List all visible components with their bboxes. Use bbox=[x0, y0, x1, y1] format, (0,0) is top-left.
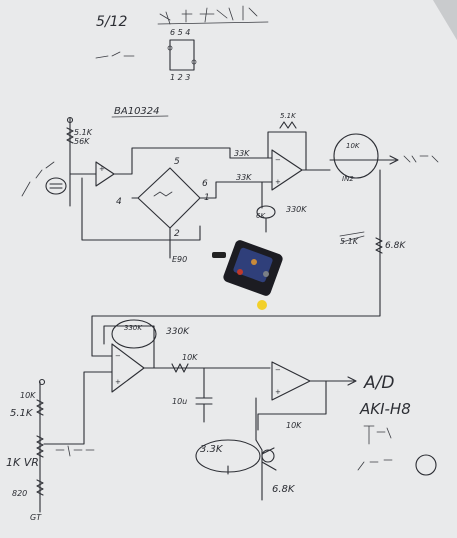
sensor-pin-dot bbox=[191, 59, 197, 65]
left-divider-r-alt: 56K bbox=[74, 137, 90, 146]
output-note-circle bbox=[415, 454, 437, 476]
module-led bbox=[257, 300, 267, 310]
comparator-feedback-wire bbox=[257, 380, 327, 431]
amp1-pot-label: 6K bbox=[256, 212, 266, 220]
lower-left-vr: 1K VR bbox=[6, 456, 39, 469]
sensor-note-scribble bbox=[95, 51, 135, 59]
left-divider-r-top: 5.1K bbox=[74, 128, 93, 137]
vr-wiper-wire bbox=[43, 371, 113, 445]
left-divider-resistor bbox=[66, 127, 74, 144]
lower-left-ground: GT bbox=[30, 513, 42, 522]
output-note-scribble bbox=[403, 155, 439, 163]
opamp1-triangle bbox=[95, 161, 115, 187]
output-note-scribble bbox=[363, 425, 392, 445]
output-r-load: 6.8K bbox=[385, 241, 406, 251]
lower-amp-feedback-loop bbox=[103, 325, 155, 369]
module-component bbox=[263, 271, 269, 277]
lower-left-terminal bbox=[38, 378, 46, 386]
lower-amp-plus: + bbox=[115, 378, 121, 386]
bridge-side-wires bbox=[131, 181, 247, 199]
amp1-feedback-r-label: 5.1K bbox=[280, 112, 297, 120]
amp1-r-in-bottom: 33K bbox=[236, 173, 252, 182]
output-note-connector-scribble bbox=[357, 459, 393, 471]
output-arrow bbox=[389, 155, 399, 165]
output-note-board: AKI-H8 bbox=[359, 400, 411, 418]
amp1-plus: + bbox=[275, 178, 281, 186]
sensor-pin-dot bbox=[167, 45, 173, 51]
lower-amp-r-series: 10K bbox=[182, 353, 198, 362]
output-r-series: 10K bbox=[346, 142, 361, 150]
module-photo bbox=[212, 240, 283, 310]
comparator-output-arrow bbox=[347, 376, 357, 386]
lower-amp-triangle bbox=[111, 343, 145, 393]
bridge-node-left: 4 bbox=[116, 197, 122, 207]
lower-amp-minus: − bbox=[115, 352, 121, 360]
part-number-underline bbox=[111, 115, 169, 118]
output-stage-circle bbox=[333, 133, 379, 179]
sensor-lines bbox=[49, 183, 63, 189]
lower-amp-feedback-r: 330K bbox=[124, 324, 143, 332]
lower-left-r2: 5.1K bbox=[10, 408, 34, 419]
opamp1-output-wire bbox=[113, 147, 231, 175]
supply-terminal bbox=[66, 116, 74, 124]
sensor-circle bbox=[45, 177, 67, 195]
output-loop-wire bbox=[91, 169, 381, 357]
lower-left-r1: 10K bbox=[20, 391, 36, 400]
lower-amp-feedback-circle bbox=[111, 319, 157, 349]
lower-left-r3: 820 bbox=[12, 489, 27, 498]
amp1-minus: − bbox=[275, 156, 281, 164]
module-component bbox=[237, 269, 243, 275]
amp1-r-in-top: 33K bbox=[234, 149, 250, 158]
lower-left-r1-symbol bbox=[36, 399, 44, 416]
amp1-r-ground-label: 330K bbox=[286, 205, 307, 214]
sensor-body bbox=[169, 39, 195, 71]
title-scribble bbox=[159, 5, 258, 25]
lower-left-vr-symbol bbox=[36, 435, 44, 458]
transistor-r-emitter: 6.8K bbox=[272, 484, 296, 495]
vr-note-scribble bbox=[55, 445, 95, 457]
bridge-center-scribble bbox=[153, 191, 173, 197]
output-note-ad: A/D bbox=[363, 373, 394, 393]
module-component bbox=[251, 259, 257, 265]
amp1-feedback-resistor bbox=[279, 121, 297, 129]
amp1-triangle bbox=[271, 149, 303, 191]
bridge-supply-label: E90 bbox=[172, 255, 187, 264]
comparator-feedback-r: 10K bbox=[286, 421, 302, 430]
lower-amp-series-resistor bbox=[171, 363, 189, 373]
output-label: IN2 bbox=[342, 175, 354, 183]
lower-amp-feedback-r-right: 330K bbox=[166, 327, 190, 337]
output-r-load-alt: 5.1K bbox=[340, 237, 359, 246]
sensor-note-scribble bbox=[21, 161, 55, 197]
bridge-node-bottom: 2 bbox=[174, 229, 180, 239]
date-label: 5/12 bbox=[96, 14, 128, 30]
amp1-feedback-loop bbox=[267, 131, 307, 171]
lower-amp-cap bbox=[195, 367, 213, 423]
bridge-node-top: 5 bbox=[174, 157, 180, 167]
bridge-node-output: 6 bbox=[202, 179, 208, 189]
pin-label-top: 6 5 4 bbox=[170, 28, 190, 37]
opamp1-plus: + bbox=[99, 165, 105, 173]
pin-label-bottom: 1 2 3 bbox=[170, 73, 190, 82]
lower-left-r3-symbol bbox=[36, 479, 44, 496]
module-board bbox=[233, 247, 273, 283]
module-knob bbox=[212, 252, 226, 258]
lower-amp-cap-label: 10u bbox=[172, 397, 187, 406]
comparator-triangle bbox=[271, 361, 311, 401]
comparator-plus: + bbox=[275, 388, 281, 396]
output-load-resistor bbox=[375, 237, 383, 254]
paper-corner-shadow bbox=[433, 0, 457, 40]
opamp1-feedback-wire bbox=[81, 177, 201, 241]
transistor-pin-circle bbox=[261, 449, 275, 463]
part-number-label: BA10324 bbox=[114, 106, 160, 117]
transistor-symbol bbox=[255, 439, 277, 471]
comparator-minus: − bbox=[275, 366, 281, 374]
output-load-crossout bbox=[339, 231, 365, 243]
title-underline bbox=[157, 21, 269, 25]
transistor-r-base: 3.3K bbox=[200, 444, 224, 455]
